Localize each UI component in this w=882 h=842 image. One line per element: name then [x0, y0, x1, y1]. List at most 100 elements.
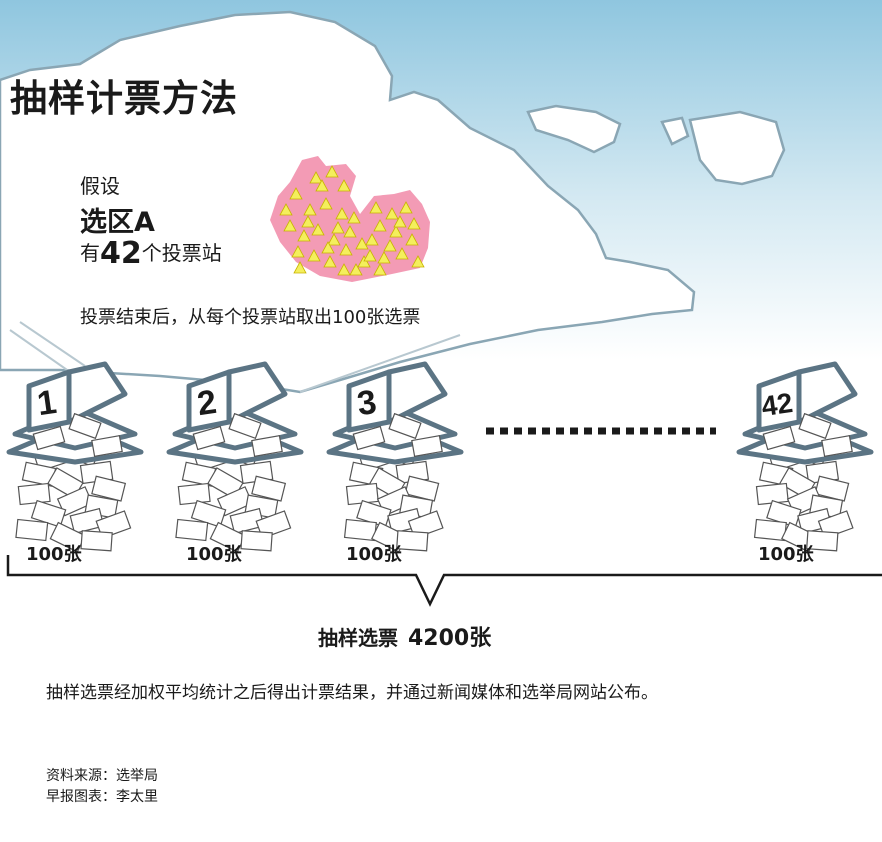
polling-station-triangle-icon: [383, 239, 397, 252]
ballot-box-icon-42: 42: [736, 361, 874, 553]
polling-station-triangle-icon: [373, 263, 387, 276]
result-description: 抽样选票经加权平均统计之后得出计票结果，并通过新闻媒体和选举局网站公布。: [46, 683, 658, 703]
polling-station-triangle-icon: [331, 221, 345, 234]
ballot-box-icon-1: 1: [6, 361, 144, 553]
sample-summary-label: 抽样选票: [318, 626, 398, 650]
polling-station-markers: [279, 165, 425, 276]
assumption-label: 假设: [80, 174, 120, 198]
polling-station-triangle-icon: [289, 187, 303, 200]
ballot-paper-icon: [821, 434, 853, 458]
polling-station-triangle-icon: [363, 249, 377, 262]
polling-station-triangle-icon: [319, 197, 333, 210]
polling-station-triangle-icon: [337, 179, 351, 192]
ballot-paper-icon: [229, 507, 265, 535]
stations-suffix: 个投票站: [141, 241, 222, 265]
polling-station-triangle-icon: [315, 179, 329, 192]
polling-station-triangle-icon: [303, 203, 317, 216]
ballot-paper-icon: [95, 510, 132, 539]
polling-station-triangle-icon: [369, 201, 383, 214]
ballot-paper-icon: [17, 482, 51, 506]
map-outline-island-2: [660, 116, 690, 146]
ballot-paper-icon: [69, 507, 105, 535]
box-3-count: 100张: [346, 544, 402, 565]
polling-station-triangle-icon: [389, 225, 403, 238]
ballot-paper-icon: [798, 412, 832, 440]
ballot-paper-icon: [411, 434, 443, 458]
map-causeway-lines: [9, 321, 461, 393]
ballot-paper-icon: [762, 425, 796, 451]
polling-station-triangle-icon: [407, 217, 421, 230]
polling-station-triangle-icon: [297, 229, 311, 242]
stations-prefix: 有: [80, 241, 100, 265]
ballot-paper-icon: [806, 530, 839, 552]
box-1-count: 100张: [26, 544, 82, 565]
map-outline-island-1: [526, 104, 622, 154]
polling-station-triangle-icon: [327, 233, 341, 246]
district-name: 选区A: [80, 207, 155, 238]
sample-summary: 抽样选票 4200张: [318, 620, 491, 652]
ballot-paper-icon: [817, 510, 854, 539]
polling-station-triangle-icon: [355, 237, 369, 250]
graphic-credit: 早报图表：李太里: [46, 789, 158, 805]
polling-station-triangle-icon: [279, 203, 293, 216]
ballot-box-number: 42: [759, 387, 794, 422]
polling-station-triangle-icon: [321, 241, 335, 254]
stations-count: 42: [100, 236, 142, 271]
polling-station-triangle-icon: [385, 207, 399, 220]
ballot-box-icon-2: 2: [166, 361, 304, 553]
ballot-paper-icon: [80, 530, 113, 552]
instruction-text: 投票结束后，从每个投票站取出100张选票: [80, 307, 421, 328]
ballot-paper-icon: [255, 510, 292, 539]
ballot-paper-icon: [388, 412, 422, 440]
ballot-paper-icon: [251, 434, 283, 458]
polling-station-triangle-icon: [349, 263, 363, 276]
polling-station-triangle-icon: [393, 215, 407, 228]
ballot-paper-icon: [91, 475, 127, 502]
polling-station-triangle-icon: [293, 261, 307, 274]
ballot-paper-icon: [814, 475, 850, 502]
polling-station-triangle-icon: [309, 171, 323, 184]
ballot-paper-icon: [251, 475, 287, 502]
polling-station-triangle-icon: [411, 255, 425, 268]
polling-station-triangle-icon: [283, 219, 297, 232]
box-2-count: 100张: [186, 544, 242, 565]
ballot-paper-icon: [32, 425, 66, 451]
box-42-count: 100张: [758, 544, 814, 565]
polling-station-triangle-icon: [325, 165, 339, 178]
ballot-paper-icon: [177, 482, 211, 506]
polling-station-triangle-icon: [347, 211, 361, 224]
ballot-paper-icon: [352, 425, 386, 451]
source-credit: 资料来源：选举局: [46, 768, 158, 784]
map-outline-island-3: [688, 110, 786, 186]
ballot-box-side: [796, 361, 858, 425]
polling-station-triangle-icon: [311, 223, 325, 236]
polling-station-triangle-icon: [365, 233, 379, 246]
ballot-paper-icon: [192, 425, 226, 451]
polling-station-triangle-icon: [339, 243, 353, 256]
ballot-paper-icon: [175, 518, 209, 542]
polling-station-triangle-icon: [377, 251, 391, 264]
polling-station-triangle-icon: [335, 207, 349, 220]
ballot-paper-icon: [228, 412, 262, 440]
ballot-paper-icon: [396, 530, 429, 552]
polling-station-triangle-icon: [337, 263, 351, 276]
polling-station-triangle-icon: [395, 247, 409, 260]
ballot-paper-icon: [240, 530, 273, 552]
ballot-paper-icon: [91, 434, 123, 458]
ballot-box-side: [386, 361, 448, 425]
polling-station-triangle-icon: [405, 233, 419, 246]
summary-bracket: [6, 555, 882, 607]
ballot-box-side: [226, 361, 288, 425]
ballot-paper-icon: [343, 518, 377, 542]
ballot-paper-icon: [404, 475, 440, 502]
sample-summary-value: 4200张: [408, 626, 492, 651]
polling-station-triangle-icon: [399, 201, 413, 214]
polling-station-triangle-icon: [323, 255, 337, 268]
polling-station-triangle-icon: [291, 245, 305, 258]
ballot-paper-icon: [753, 518, 787, 542]
polling-station-triangle-icon: [357, 255, 371, 268]
ballot-paper-icon: [407, 510, 444, 539]
ballot-box-side: [66, 361, 128, 425]
ballot-paper-icon: [15, 518, 49, 542]
